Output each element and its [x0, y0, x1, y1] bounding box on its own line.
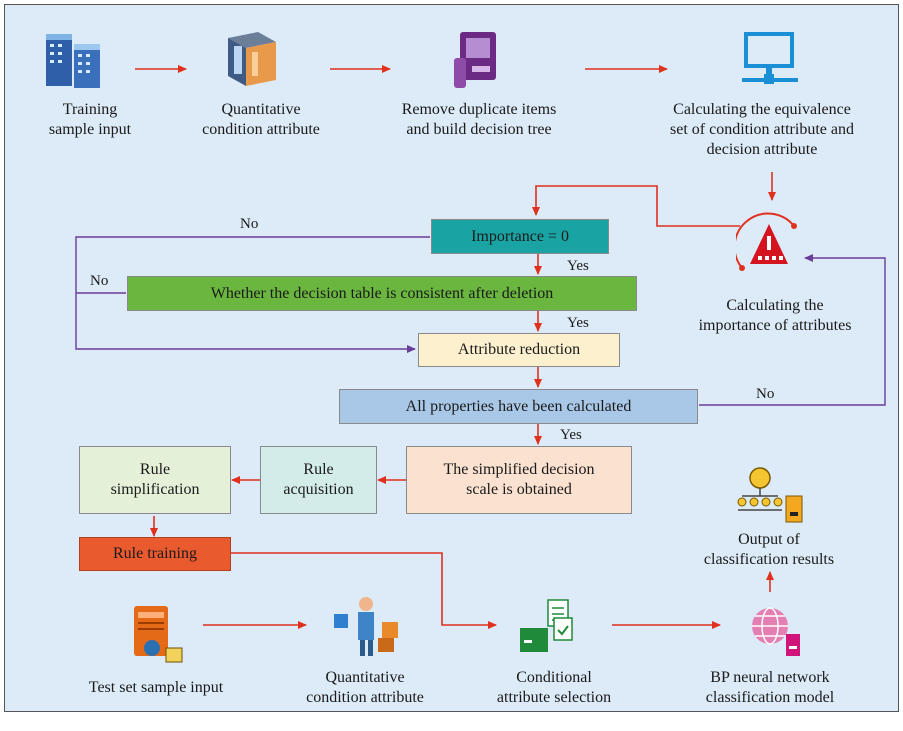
- org-hierarchy-icon: [737, 467, 803, 523]
- box-rule-acquisition: Rule acquisition: [260, 446, 377, 514]
- server-tower-icon: [134, 606, 183, 663]
- box-attribute-reduction: Attribute reduction: [418, 333, 620, 367]
- person-blocks-icon: [334, 597, 398, 656]
- box-simplified-decision-scale: The simplified decision scale is obtaine…: [406, 446, 632, 514]
- computer-network-icon: [742, 32, 798, 84]
- label-no-allcalc: No: [756, 386, 775, 402]
- globe-network-icon: [752, 607, 800, 656]
- box-consistent-after-deletion: Whether the decision table is consistent…: [127, 276, 637, 311]
- label-no-consistent: No: [90, 273, 109, 289]
- label-yes-allcalc: Yes: [560, 427, 582, 443]
- arrow-no-allcalc-to-importance: [699, 254, 886, 406]
- label-quant-attr-bottom: Quantitative condition attribute: [306, 669, 424, 706]
- box-importance-zero: Importance = 0: [431, 219, 609, 254]
- box-rule-training: Rule training: [79, 537, 231, 571]
- label-cond-attr-select: Conditional attribute selection: [496, 669, 612, 706]
- document-window-icon: [520, 599, 573, 652]
- label-training-input: Training sample input: [48, 101, 132, 138]
- label-yes-consistent: Yes: [567, 315, 589, 331]
- label-yes-importance: Yes: [567, 258, 589, 274]
- label-bp-model: BP neural network classification model: [705, 669, 835, 706]
- server-building-icon: [46, 34, 100, 88]
- box-all-properties-calculated: All properties have been calculated: [339, 389, 698, 424]
- label-calc-equiv: Calculating the equivalence set of condi…: [670, 101, 854, 158]
- device-panel-icon: [454, 32, 496, 88]
- label-remove-dup: Remove duplicate items and build decisio…: [401, 101, 557, 138]
- warning-gauge-icon: [736, 212, 797, 271]
- box-rule-simplification: Rule simplification: [79, 446, 231, 514]
- label-output: Output of classification results: [703, 531, 835, 568]
- arrow-importance-icon-to-top: [532, 185, 740, 227]
- label-no-importance: No: [240, 216, 259, 232]
- arrow-training-to-condattr: [231, 552, 497, 629]
- label-test-input: Test set sample input: [88, 679, 224, 696]
- label-calc-importance: Calculating the importance of attributes: [698, 297, 852, 334]
- cube-frame-icon: [228, 32, 276, 86]
- label-quant-attr-top: Quantitative condition attribute: [202, 101, 320, 138]
